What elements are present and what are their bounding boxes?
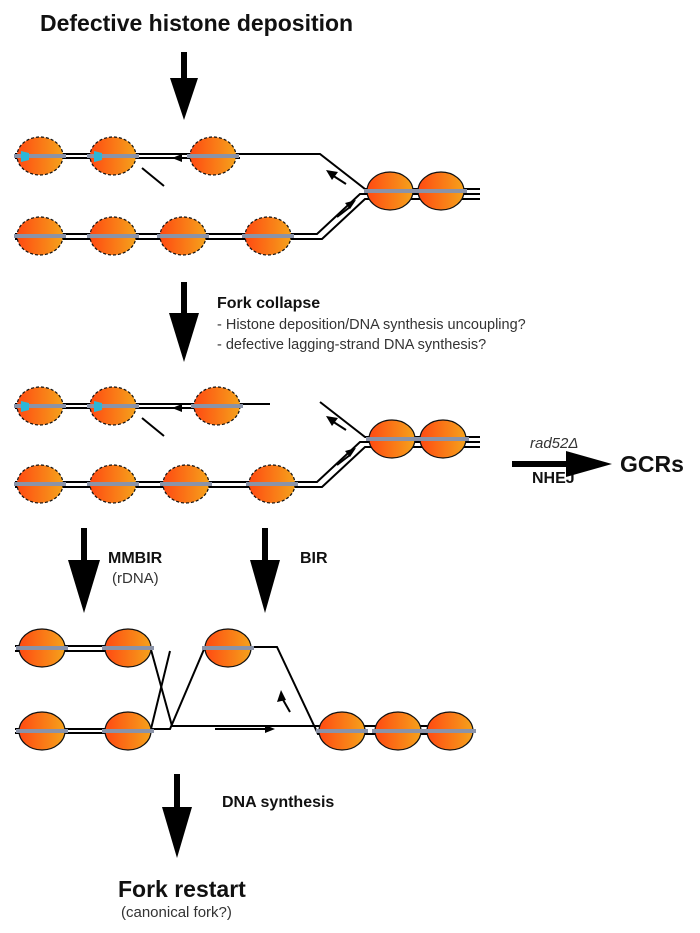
cyan-marker	[21, 401, 29, 412]
nucleosome	[364, 171, 416, 211]
nucleosome	[14, 216, 66, 256]
nucleosome	[424, 711, 476, 751]
fork-collapse-label: Fork collapse	[217, 295, 321, 312]
arrow-dna-synthesis	[162, 774, 192, 858]
cyan-marker	[94, 151, 102, 162]
bir-label: BIR	[300, 550, 328, 567]
mmbir-label: MMBIR	[108, 550, 163, 567]
arrow-to-gcrs	[512, 451, 612, 477]
arrow-fork-collapse	[169, 282, 199, 362]
arrow-bir	[250, 528, 280, 613]
fork-2-arrowheads	[172, 404, 356, 457]
cyan-marker	[94, 401, 102, 412]
nucleosome	[157, 216, 209, 256]
cyan-marker	[21, 151, 29, 162]
nucleosome	[187, 136, 239, 176]
mmbir-sub-label: (rDNA)	[112, 570, 159, 587]
rad52-label: rad52Δ	[530, 435, 579, 452]
nucleosome	[87, 464, 139, 504]
title: Defective histone deposition	[40, 10, 354, 36]
arrow-title-to-fork	[170, 52, 198, 120]
nucleosome	[16, 628, 68, 668]
nucleosome	[87, 136, 139, 176]
nucleosome	[191, 386, 243, 426]
nucleosome	[14, 464, 66, 504]
arrow-mmbir	[68, 528, 100, 613]
nucleosome	[242, 216, 294, 256]
fork-collapse-note-2: - defective lagging-strand DNA synthesis…	[217, 337, 487, 353]
nucleosome	[102, 628, 154, 668]
nucleosome	[202, 628, 254, 668]
template-switch-arrowheads	[265, 690, 286, 733]
nucleosome	[372, 711, 424, 751]
nucleosome	[316, 711, 368, 751]
nucleosome	[14, 386, 66, 426]
nucleosome	[102, 711, 154, 751]
nucleosome	[246, 464, 298, 504]
nucleosome	[87, 386, 139, 426]
nucleosomes	[14, 136, 476, 751]
nucleosome	[417, 419, 469, 459]
nucleosome	[14, 136, 66, 176]
nucleosome	[87, 216, 139, 256]
nucleosome	[366, 419, 418, 459]
nhej-label: NHEJ	[532, 470, 575, 487]
fork-collapse-note-1: - Histone deposition/DNA synthesis uncou…	[217, 317, 526, 333]
nucleosome	[160, 464, 212, 504]
gcrs-label: GCRs	[620, 451, 684, 477]
nucleosome	[415, 171, 467, 211]
fork-1-arrowheads	[172, 154, 356, 209]
fork-restart-label: Fork restart	[118, 876, 246, 902]
fork-restart-sub-label: (canonical fork?)	[121, 904, 232, 921]
nucleosome	[16, 711, 68, 751]
dna-synthesis-label: DNA synthesis	[222, 794, 335, 811]
